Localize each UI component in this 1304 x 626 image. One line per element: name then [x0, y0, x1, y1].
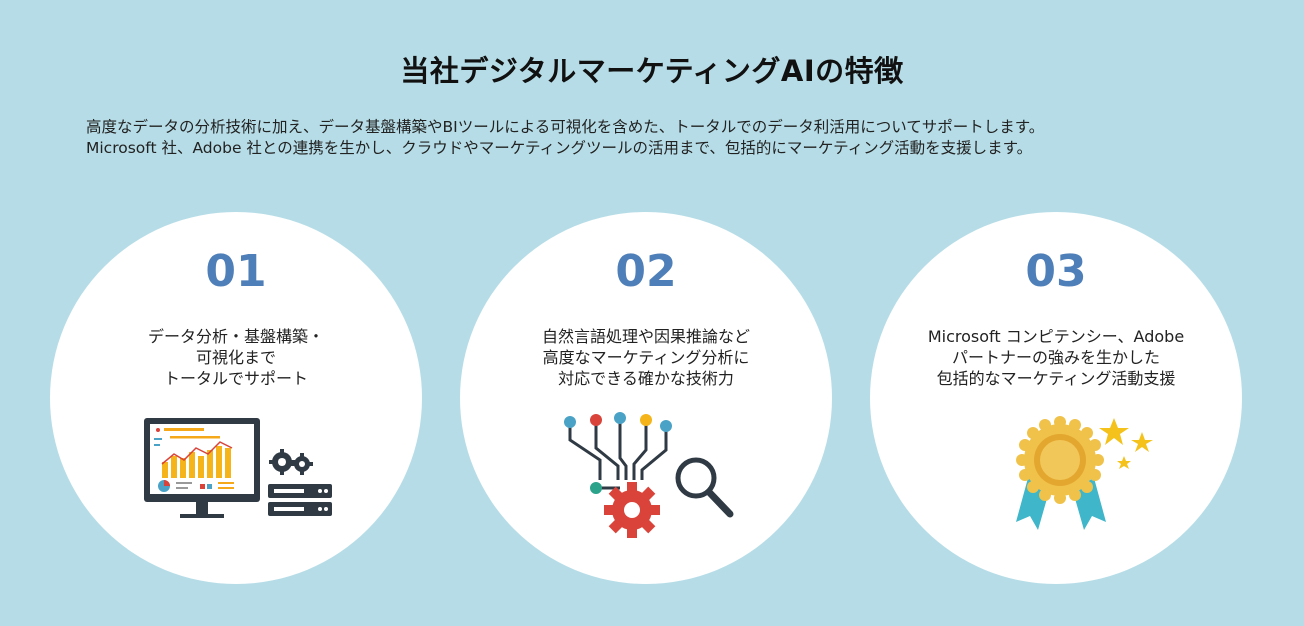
feature-line: 包括的なマーケティング活動支援	[936, 369, 1176, 388]
feature-number: 02	[615, 246, 677, 297]
feature-line: 高度なマーケティング分析に	[542, 348, 750, 367]
feature-description: データ分析・基盤構築・ 可視化まで トータルでサポート	[50, 326, 422, 389]
feature-line: 自然言語処理や因果推論など	[541, 327, 750, 346]
dashboard-server-icon	[144, 418, 332, 518]
feature-line: Microsoft コンピテンシー、Adobe	[927, 327, 1185, 346]
feature-number: 01	[205, 246, 267, 297]
feature-line: パートナーの強みを生かした	[951, 348, 1160, 367]
intro-line: Microsoft 社、Adobe 社との連携を生かし、クラウドやマーケティング…	[86, 139, 1033, 157]
feature-card-03: 03 Microsoft コンピテンシー、Adobe パートナーの強みを生かした…	[870, 212, 1242, 584]
award-medal-icon	[1016, 416, 1153, 530]
feature-card-01: 01 データ分析・基盤構築・ 可視化まで トータルでサポート	[50, 212, 422, 584]
feature-line: トータルでサポート	[163, 369, 308, 388]
feature-number: 03	[1025, 246, 1087, 297]
intro-line: 高度なデータの分析技術に加え、データ基盤構築やBIツールによる可視化を含めた、ト…	[86, 118, 1045, 136]
feature-line: データ分析・基盤構築・	[147, 327, 324, 346]
network-gear-search-icon	[564, 412, 734, 538]
page-title: 当社デジタルマーケティングAIの特徴	[400, 54, 904, 88]
feature-description: 自然言語処理や因果推論など 高度なマーケティング分析に 対応できる確かな技術力	[460, 326, 832, 389]
feature-card-02: 02 自然言語処理や因果推論など 高度なマーケティング分析に 対応できる確かな技…	[460, 212, 832, 584]
feature-line: 対応できる確かな技術力	[558, 369, 734, 388]
feature-line: 可視化まで	[195, 348, 276, 367]
intro-text: 高度なデータの分析技術に加え、データ基盤構築やBIツールによる可視化を含めた、ト…	[86, 117, 1226, 159]
feature-description: Microsoft コンピテンシー、Adobe パートナーの強みを生かした 包括…	[870, 326, 1242, 389]
